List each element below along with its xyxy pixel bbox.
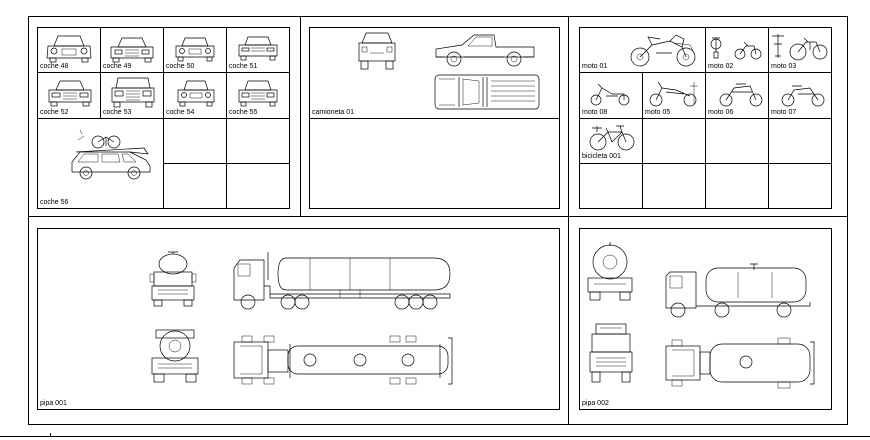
label-coche-48: coche 48: [40, 63, 69, 70]
pipa-002-top-drawing: [665, 337, 815, 389]
pickup-side-drawing: [435, 34, 535, 67]
pickup-rear-drawing: [358, 32, 396, 70]
pickup-top-drawing: [434, 74, 540, 110]
label-coche-51: coche 51: [229, 63, 258, 70]
pipa-001-top-drawing: [233, 335, 453, 385]
label-coche-56: coche 56: [40, 199, 69, 206]
sheet-border: [28, 16, 848, 425]
moto-03-drawing: [772, 34, 828, 61]
moto-01-drawing: [630, 34, 696, 67]
pipa-002-rear-drawing: [587, 242, 633, 301]
label-moto-07: moto 07: [771, 109, 797, 116]
pipa-002-front-drawing: [589, 323, 633, 383]
label-moto-08: moto 08: [582, 109, 608, 116]
car-50-drawing: [175, 37, 215, 62]
label-coche-53: coche 53: [103, 109, 132, 116]
car-52-drawing: [48, 80, 92, 107]
bottom-edge-tick: [50, 433, 51, 437]
car-51-drawing: [238, 36, 278, 61]
label-moto-01: moto 01: [582, 63, 608, 70]
label-bicicleta-001: bicicleta 001: [582, 153, 621, 160]
moto-06-drawing: [719, 83, 763, 107]
label-pipa-002: pipa 002: [582, 400, 609, 407]
pipa-002-panel: [579, 228, 832, 410]
label-moto-06: moto 06: [708, 109, 734, 116]
label-coche-54: coche 54: [166, 109, 195, 116]
sheet-divider-vertical-1: [300, 16, 301, 216]
label-moto-02: moto 02: [708, 63, 734, 70]
car-56-drawing: [71, 129, 151, 180]
moto-05-drawing: [649, 81, 698, 107]
label-moto-05: moto 05: [645, 109, 671, 116]
label-coche-52: coche 52: [40, 109, 69, 116]
label-camioneta-01: camioneta 01: [312, 109, 355, 116]
car-54-drawing: [177, 80, 215, 107]
pipa-002-side-drawing: [665, 263, 811, 318]
pipa-001-front-drawing: [149, 251, 197, 307]
label-coche-50: coche 50: [166, 63, 195, 70]
car-53-drawing: [111, 77, 155, 108]
car-55-drawing: [238, 80, 278, 107]
moto-02-drawing: [710, 37, 762, 60]
sheet-divider-vertical-2: [568, 16, 569, 425]
pipa-001-rear-drawing: [151, 329, 199, 383]
moto-07-drawing: [781, 85, 825, 107]
pipa-001-panel: [37, 228, 560, 410]
car-49-drawing: [110, 37, 154, 63]
pickup-panel-divider: [309, 118, 560, 119]
label-pipa-001: pipa 001: [40, 400, 67, 407]
car-48-drawing: [46, 35, 92, 63]
pipa-001-side-drawing: [233, 252, 451, 310]
label-coche-49: coche 49: [103, 63, 132, 70]
bottom-edge-line: [0, 436, 870, 437]
sheet-divider-horizontal: [28, 216, 848, 217]
label-coche-55: coche 55: [229, 109, 258, 116]
label-moto-03: moto 03: [771, 63, 797, 70]
bicicleta-001-drawing: [589, 125, 635, 151]
moto-08-drawing: [590, 83, 630, 106]
